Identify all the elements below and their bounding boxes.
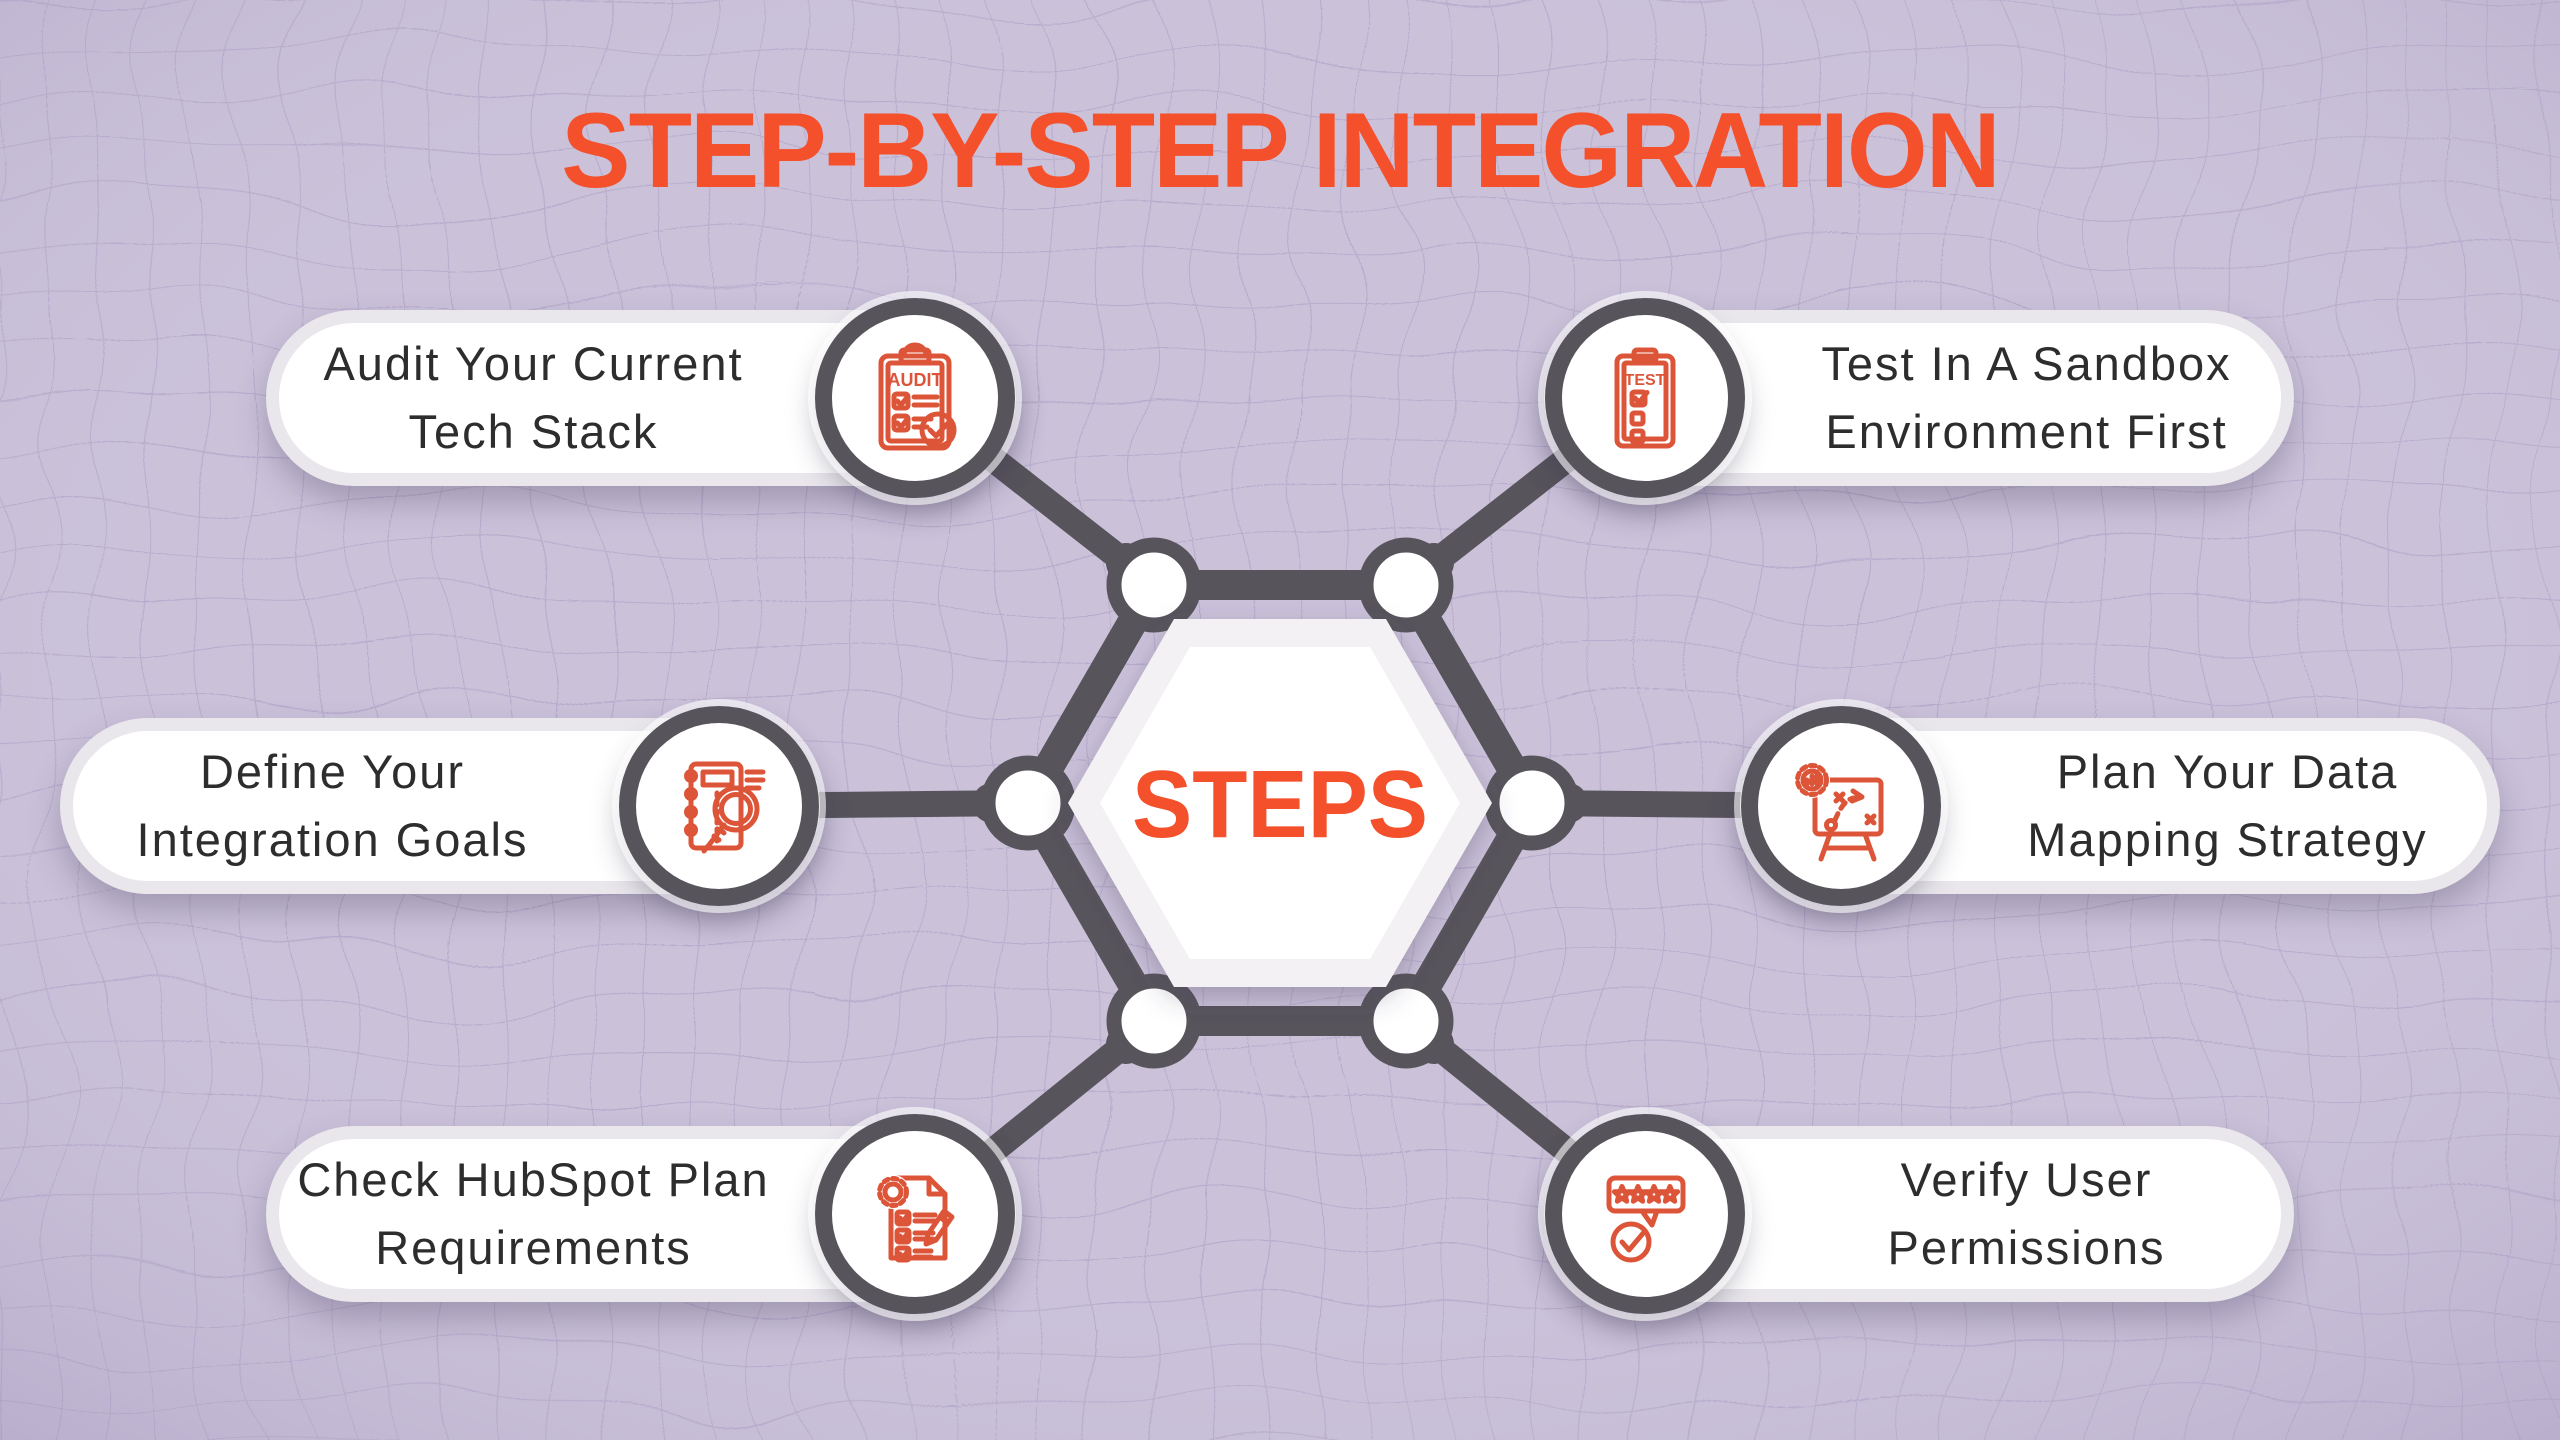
rating-approved-icon: [1606, 1175, 1686, 1263]
step-circle-sandbox: TEST: [1545, 298, 1745, 498]
svg-text:TEST: TEST: [1625, 372, 1666, 389]
step-label: Define Your Integration Goals: [136, 744, 529, 866]
step-label: Plan Your Data Mapping Strategy: [2027, 744, 2428, 866]
center-hexagon: STEPS: [1068, 619, 1492, 987]
svg-text:AUDIT: AUDIT: [888, 370, 943, 390]
page-title: STEP-BY-STEP INTEGRATION: [561, 90, 2000, 210]
gear-checklist-pencil-icon: [876, 1175, 955, 1263]
step-label: Check HubSpot Plan Requirements: [297, 1152, 770, 1274]
step-circle-audit: AUDIT: [815, 298, 1015, 498]
center-hexagon-label: STEPS: [1132, 751, 1428, 858]
strategy-board-icon: [1794, 762, 1884, 862]
step-circle-goals: [619, 706, 819, 906]
step-circle-data-mapping: [1741, 706, 1941, 906]
notebook-magnifier-icon: [684, 761, 766, 854]
step-circle-permissions: [1545, 1114, 1745, 1314]
step-label: Verify User Permissions: [1887, 1152, 2166, 1274]
step-label: Test In A Sandbox Environment First: [1821, 336, 2232, 458]
step-label: Audit Your Current Tech Stack: [323, 336, 744, 458]
audit-checklist-icon: AUDIT: [878, 342, 957, 451]
test-clipboard-icon: TEST: [1614, 347, 1676, 449]
step-circle-plan-requirements: [815, 1114, 1015, 1314]
